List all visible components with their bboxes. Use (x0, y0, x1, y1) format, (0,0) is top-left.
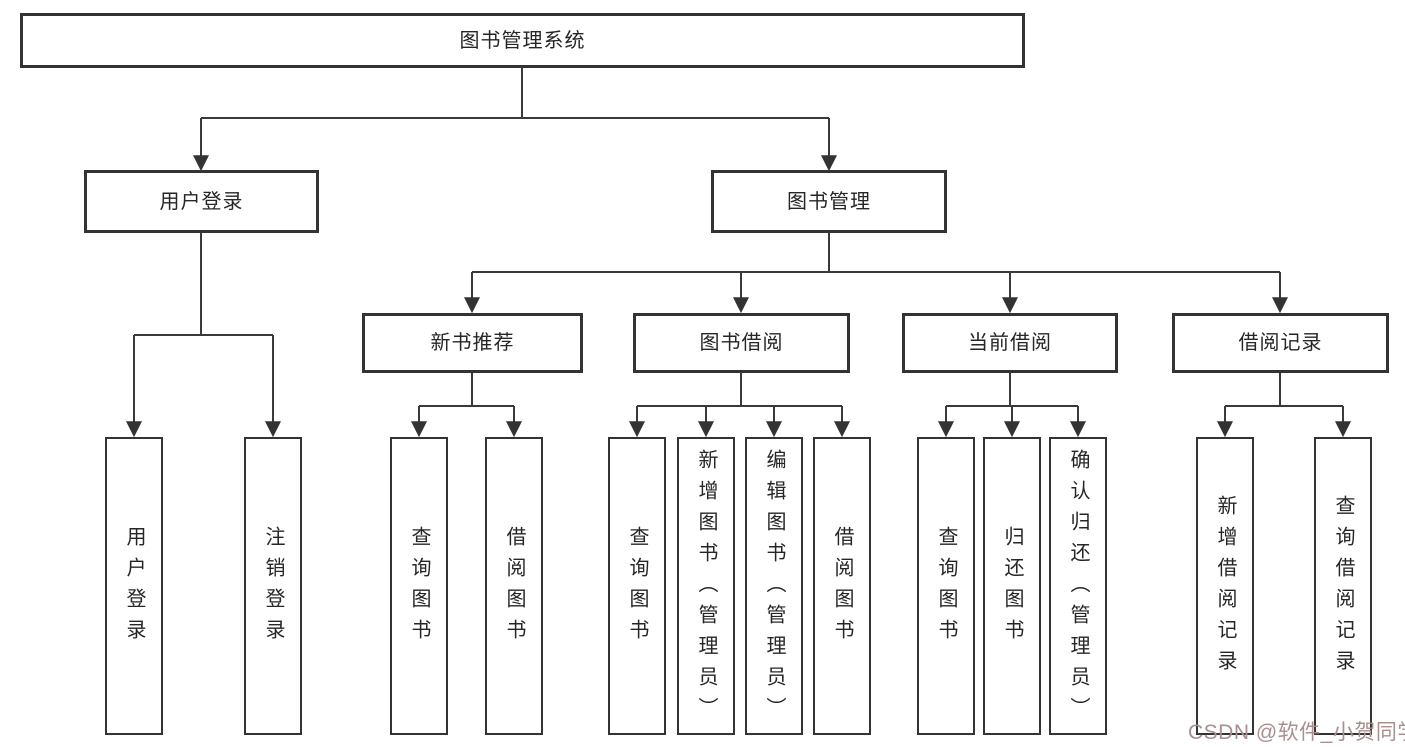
node-borrowing-records: 借阅记录 (1172, 313, 1389, 373)
node-leaf-borrow-books: 借阅图书 (813, 437, 871, 735)
node-leaf-query-books-current: 查询图书 (917, 437, 975, 735)
node-current-borrowing: 当前借阅 (902, 313, 1118, 373)
node-new-book-recommendation: 新书推荐 (362, 313, 583, 373)
node-leaf-add-borrow-record: 新增借阅记录 (1196, 437, 1254, 735)
node-leaf-query-borrow-record: 查询借阅记录 (1314, 437, 1372, 735)
node-library-system: 图书管理系统 (20, 13, 1025, 68)
node-leaf-query-books-recommend: 查询图书 (390, 437, 448, 735)
node-leaf-user-login: 用户登录 (105, 437, 163, 735)
node-leaf-edit-books-admin: 编辑图书（管理员） (745, 437, 803, 735)
node-leaf-add-books-admin: 新增图书（管理员） (677, 437, 735, 735)
node-book-management: 图书管理 (711, 170, 947, 233)
node-leaf-return-books: 归还图书 (983, 437, 1041, 735)
node-leaf-borrow-books-recommend: 借阅图书 (485, 437, 543, 735)
node-leaf-query-books-borrow: 查询图书 (608, 437, 666, 735)
node-user-login: 用户登录 (84, 170, 319, 233)
csdn-watermark: CSDN @软件_小贺同学 (1188, 721, 1405, 744)
node-leaf-confirm-return-admin: 确认归还（管理员） (1049, 437, 1107, 735)
node-leaf-logout: 注销登录 (244, 437, 302, 735)
node-book-borrowing: 图书借阅 (633, 313, 850, 373)
